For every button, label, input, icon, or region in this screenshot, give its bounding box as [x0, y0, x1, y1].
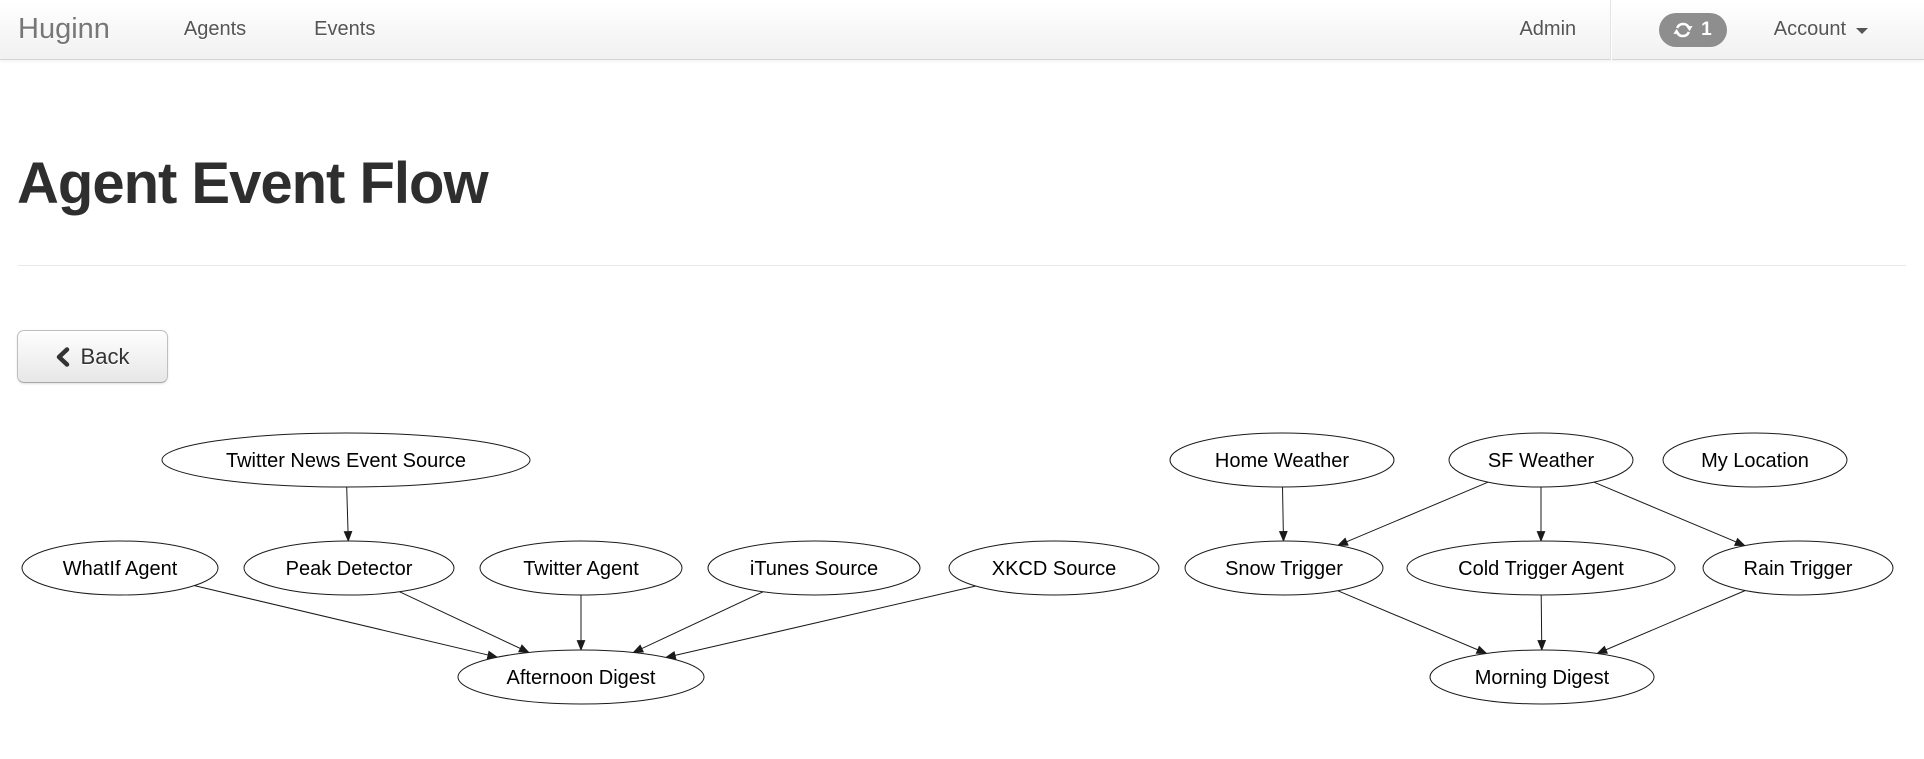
- graph-node-whatif-agent: WhatIf Agent: [21, 540, 219, 596]
- graph-node-label: XKCD Source: [992, 558, 1117, 580]
- navbar-divider: [1610, 0, 1613, 60]
- event-count-badge[interactable]: 1: [1659, 12, 1727, 47]
- refresh-icon: [1672, 19, 1694, 41]
- flow-edge-sf-weather-to-rain-trigger: [1593, 481, 1746, 547]
- graph-node-morning-digest: Morning Digest: [1429, 649, 1655, 705]
- back-button[interactable]: Back: [17, 330, 168, 383]
- nav-item-admin[interactable]: Admin: [1519, 18, 1577, 40]
- brand-link[interactable]: Huginn: [18, 13, 110, 45]
- graph-node-xkcd-source: XKCD Source: [948, 540, 1160, 596]
- graph-node-label: Twitter News Event Source: [226, 450, 466, 472]
- graph-node-label: Rain Trigger: [1744, 558, 1853, 580]
- graph-node-home-weather: Home Weather: [1169, 432, 1395, 488]
- graph-node-peak-detector: Peak Detector: [243, 540, 455, 596]
- agent-flow-svg: Twitter News Event Source Home Weather SF …: [21, 432, 1894, 705]
- account-menu[interactable]: Account: [1774, 0, 1924, 59]
- graph-node-label: Cold Trigger Agent: [1458, 558, 1624, 580]
- agent-flow-diagram: Twitter News Event Source Home Weather SF …: [0, 420, 1924, 754]
- back-button-label: Back: [80, 343, 130, 369]
- graph-node-rain-trigger: Rain Trigger: [1702, 540, 1894, 596]
- graph-node-twitter-news-event-source: Twitter News Event Source: [161, 432, 531, 488]
- graph-node-snow-trigger: Snow Trigger: [1184, 540, 1384, 596]
- flow-edge-snow-trigger-to-morning-digest: [1337, 590, 1488, 654]
- graph-node-my-location: My Location: [1662, 432, 1848, 488]
- chevron-down-icon: [1856, 28, 1868, 34]
- graph-node-label: Morning Digest: [1475, 667, 1610, 689]
- flow-edge-cold-trigger-agent-to-morning-digest: [1537, 594, 1547, 652]
- flow-edge-xkcd-source-to-afternoon-digest: [664, 585, 976, 660]
- flow-edge-sf-weather-to-snow-trigger: [1336, 481, 1489, 546]
- graph-node-label: Afternoon Digest: [507, 667, 656, 689]
- flow-edge-home-weather-to-snow-trigger: [1278, 486, 1288, 543]
- event-count: 1: [1701, 18, 1712, 40]
- graph-node-itunes-source: iTunes Source: [707, 540, 921, 596]
- graph-node-twitter-agent: Twitter Agent: [479, 540, 683, 596]
- flow-edge-peak-detector-to-afternoon-digest: [399, 591, 530, 653]
- graph-node-sf-weather: SF Weather: [1448, 432, 1634, 488]
- page-title: Agent Event Flow: [17, 151, 489, 216]
- graph-node-afternoon-digest: Afternoon Digest: [457, 649, 705, 705]
- graph-node-label: SF Weather: [1488, 450, 1595, 472]
- flow-edge-twitter-news-event-source-to-peak-detector: [343, 486, 353, 543]
- graph-node-label: Snow Trigger: [1225, 558, 1343, 580]
- graph-node-label: Twitter Agent: [523, 558, 639, 580]
- graph-node-label: Peak Detector: [286, 558, 413, 580]
- flow-nodes: Twitter News Event Source Home Weather SF …: [21, 432, 1894, 705]
- flow-edge-whatif-agent-to-afternoon-digest: [194, 585, 499, 660]
- account-label: Account: [1773, 18, 1846, 40]
- divider: [18, 265, 1906, 266]
- nav-item-events[interactable]: Events: [314, 18, 376, 40]
- main-nav: Agents Events: [150, 0, 409, 59]
- graph-node-label: WhatIf Agent: [63, 558, 178, 580]
- graph-node-cold-trigger-agent: Cold Trigger Agent: [1406, 540, 1676, 596]
- graph-node-label: Home Weather: [1215, 450, 1349, 472]
- navbar-right: Admin 1 Account: [1485, 0, 1924, 60]
- chevron-left-icon: [56, 346, 70, 367]
- graph-node-label: iTunes Source: [750, 558, 878, 580]
- nav-item-agents[interactable]: Agents: [183, 18, 247, 40]
- navbar: Huginn Agents Events Admin 1 Account: [0, 0, 1924, 60]
- graph-node-label: My Location: [1701, 450, 1809, 472]
- event-count-badge-wrap: 1: [1612, 0, 1774, 59]
- flow-edge-rain-trigger-to-morning-digest: [1596, 590, 1746, 654]
- flow-edge-itunes-source-to-afternoon-digest: [632, 591, 764, 654]
- flow-edges: [194, 481, 1746, 660]
